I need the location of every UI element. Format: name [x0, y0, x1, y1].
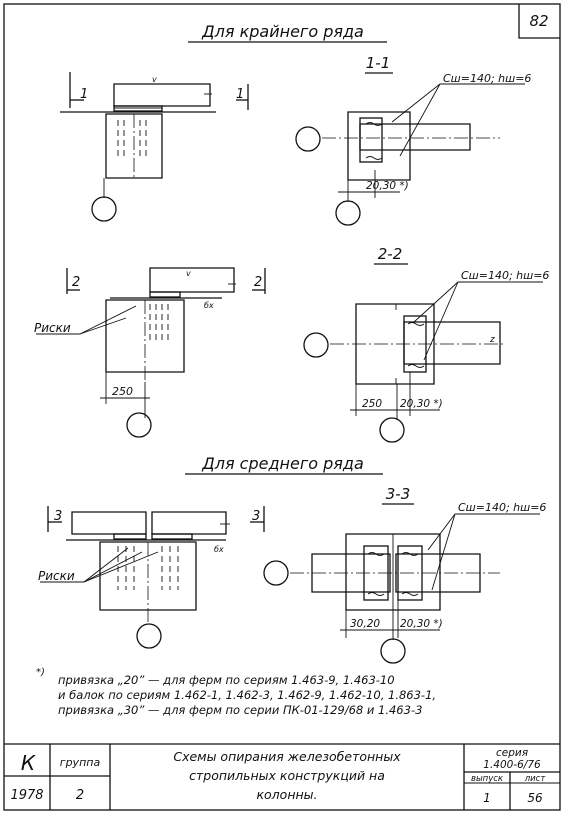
dim-2a: 250: [112, 385, 133, 398]
svg-text:v: v: [152, 75, 157, 84]
svg-text:v: v: [186, 269, 191, 278]
title-line-2: стропильных конструкций на: [189, 768, 385, 783]
stamp-letter: К: [21, 751, 36, 775]
weld-label-1: Cш=140; hш=6: [443, 72, 531, 85]
sheet-border: [3, 3, 561, 811]
dim-2b: 250: [362, 398, 382, 410]
weld-label-3: Cш=140; hш=6: [458, 501, 546, 514]
dim-z: z: [489, 335, 495, 345]
year: 1978: [10, 788, 43, 803]
section-3-3-title: 3-3: [386, 485, 411, 503]
dim-3b: 20,30 *): [400, 618, 443, 630]
issue-label: выпуск: [471, 774, 504, 784]
heading-middle-row: Для среднего ряда: [201, 454, 364, 473]
footnote: *) привязка „20” — для ферм по сериям 1.…: [36, 667, 436, 717]
detail-3-3-plan: Cш=140; hш=6 30,20 20,30 *): [263, 501, 546, 664]
issue-value: 1: [483, 791, 491, 805]
dim-2c: 20,30 *): [400, 398, 443, 410]
sheet-number: 82: [529, 12, 548, 30]
marks-label-2: Риски: [38, 569, 75, 583]
cut-mark-3-left: 3: [54, 509, 62, 524]
sheet-value: 56: [527, 791, 543, 805]
section-1-1-title: 1-1: [366, 54, 391, 72]
detail-1-elevation: 1 1 v: [60, 72, 249, 222]
dim-bx: бх: [204, 301, 214, 310]
cut-mark-1-right: 1: [236, 87, 244, 102]
section-2-2-title: 2-2: [378, 245, 403, 263]
heading-outer-row: Для крайнего ряда: [201, 22, 364, 41]
sheet-number-box: 82: [518, 4, 560, 39]
sheet-label: лист: [524, 774, 547, 784]
footnote-line-2: и балок по сериям 1.462-1, 1.462-3, 1.46…: [58, 688, 436, 702]
series-value: 1.400-6/76: [483, 759, 541, 771]
detail-1-1-plan: Cш=140; hш=6 20,30 *): [295, 72, 531, 226]
title-block: К группа 2 1978 Схемы опирания железобет…: [4, 743, 560, 810]
marks-label-1: Риски: [34, 321, 71, 335]
footnote-line-3: привязка „30” — для ферм по серии ПК-01-…: [58, 703, 422, 717]
group-label: группа: [60, 756, 101, 769]
series-label: серия: [496, 747, 528, 759]
cut-mark-3-right: 3: [252, 509, 260, 524]
dim-1: 20,30 *): [366, 180, 409, 192]
cut-mark-2-left: 2: [72, 275, 80, 290]
weld-label-2: Cш=140; hш=6: [461, 269, 549, 282]
title-line-3: колонны.: [256, 787, 317, 802]
cut-mark-1-left: 1: [80, 87, 88, 102]
detail-2-elevation: 2 2 v бх Риски 250: [34, 267, 266, 438]
group-value: 2: [76, 788, 84, 803]
detail-3-elevation: 3 3 бх Риски: [38, 506, 265, 649]
footnote-star: *): [36, 667, 45, 678]
footnote-line-1: привязка „20” — для ферм по сериям 1.463…: [58, 673, 395, 687]
cut-mark-2-right: 2: [254, 275, 262, 290]
detail-2-2-plan: Cш=140; hш=6 z 250 20,30 *): [303, 269, 549, 443]
dim-3a: 30,20: [350, 618, 380, 630]
dim-bx-3: бх: [214, 545, 224, 554]
title-line-1: Схемы опирания железобетонных: [173, 749, 401, 764]
